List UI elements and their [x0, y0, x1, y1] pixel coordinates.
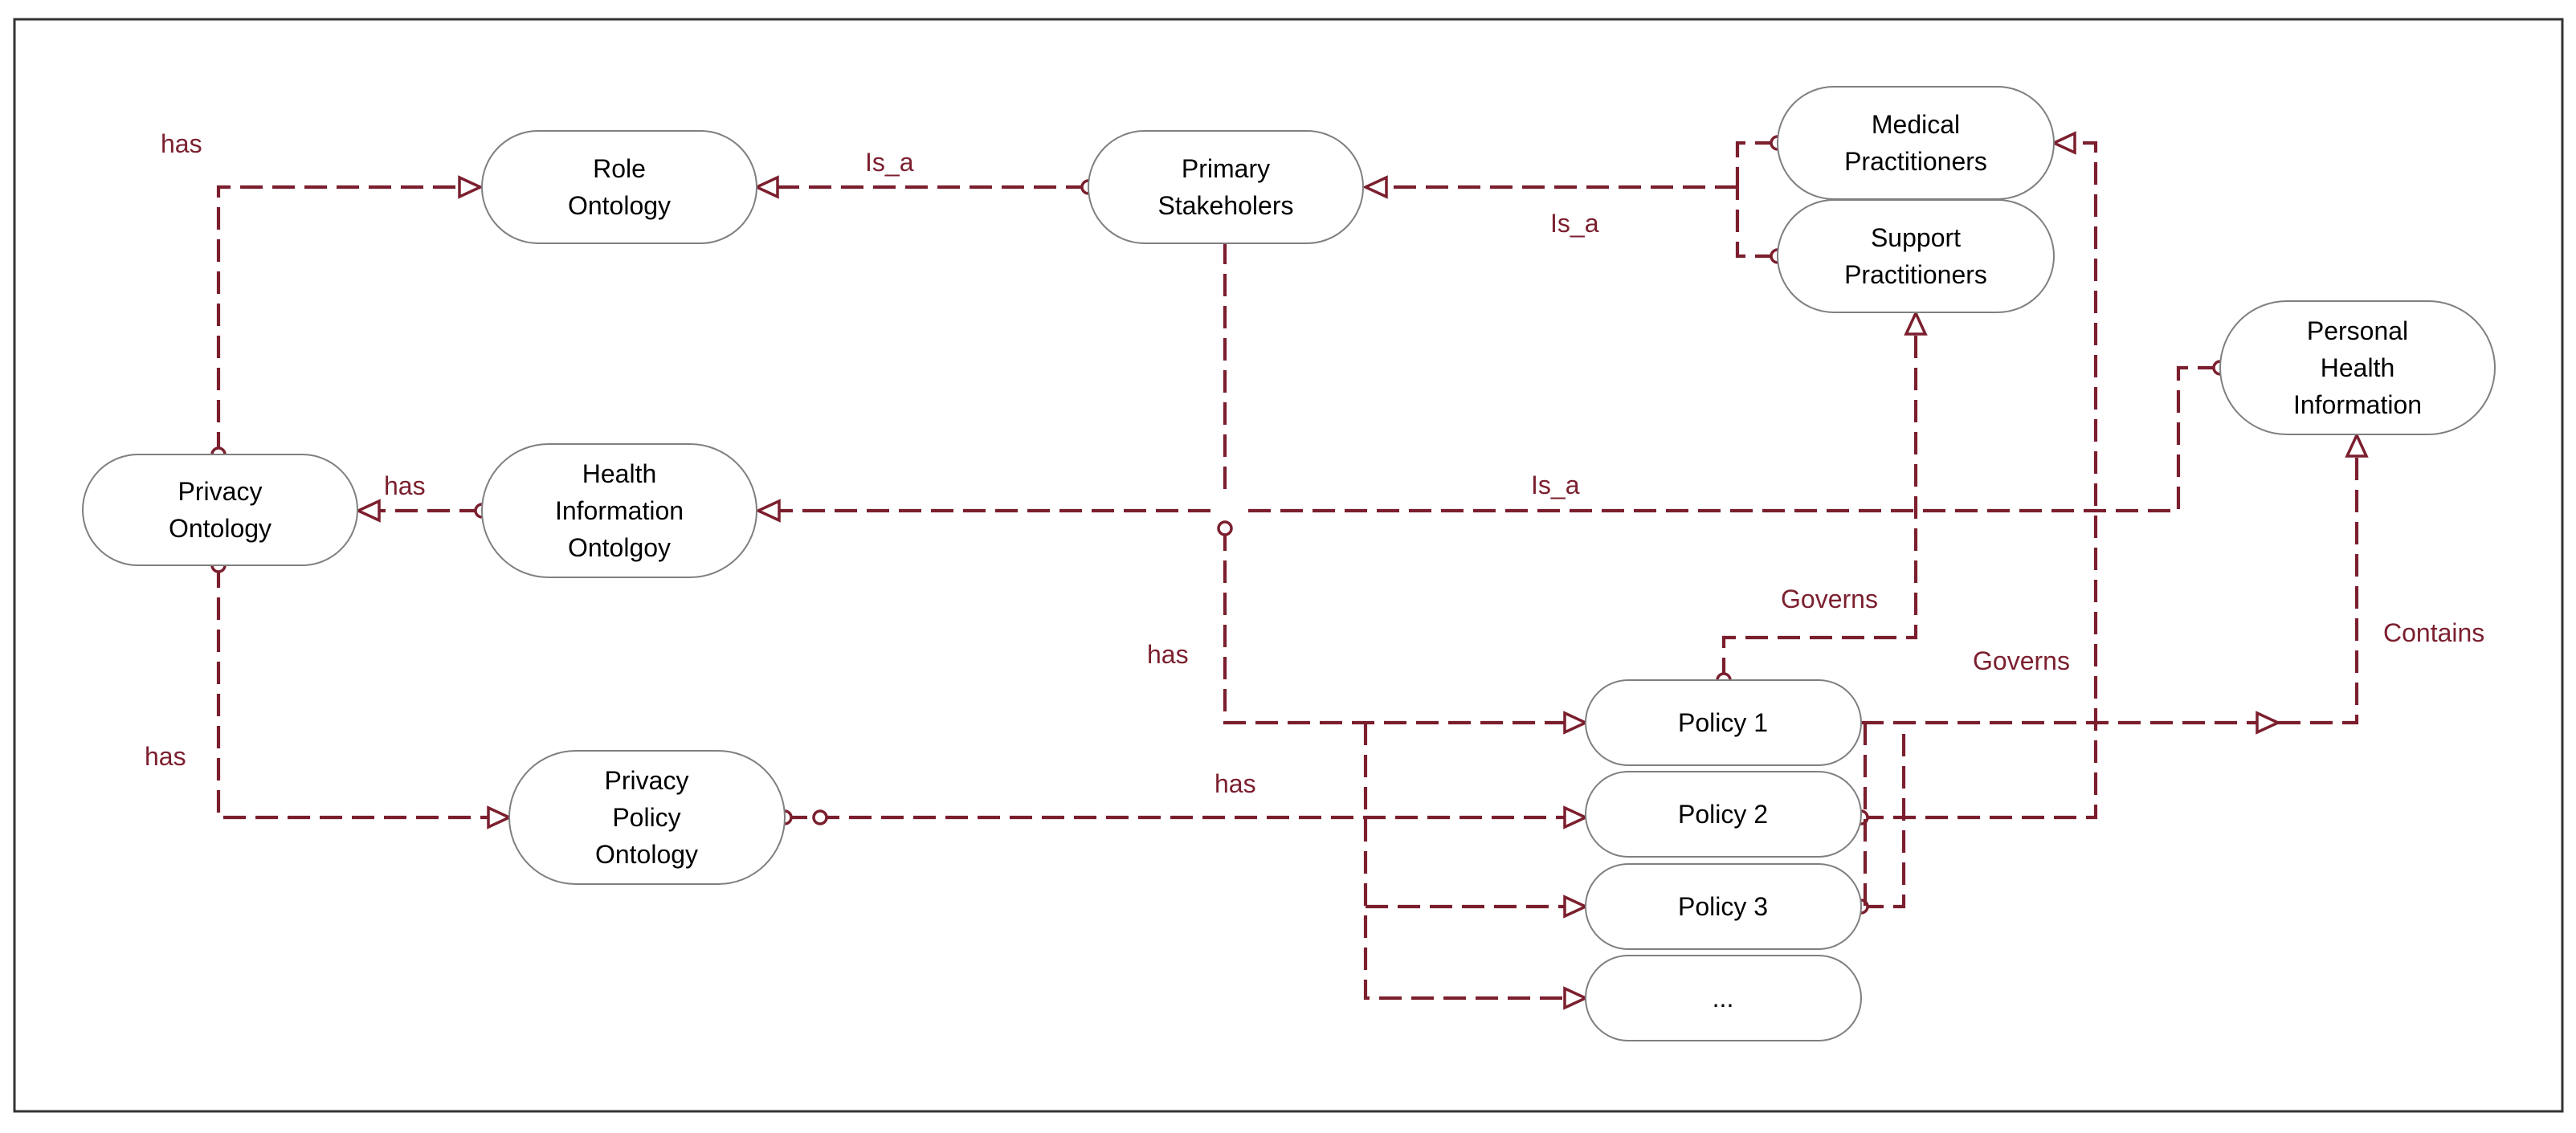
node-role-ontology-line2: Ontology	[568, 191, 671, 220]
label-has-policies: has	[1215, 769, 1256, 798]
node-primary-stakeholders: Primary Stakeholers	[1088, 130, 1364, 244]
node-phi-line3: Information	[2293, 390, 2422, 419]
label-governs-medical: Governs	[1973, 646, 2070, 675]
node-policy-1: Policy 1	[1585, 679, 1862, 766]
node-primary-stakeholders-line2: Stakeholers	[1158, 191, 1294, 220]
label-governs-support: Governs	[1781, 585, 1878, 613]
node-role-ontology: Role Ontology	[481, 130, 757, 244]
connector-policy2-to-medical	[1861, 143, 2098, 817]
label-has-policy-ontology: has	[145, 742, 186, 771]
node-medical-practitioners-line1: Medical	[1872, 110, 1960, 139]
node-policy-more-label: ...	[1713, 984, 1734, 1013]
node-privacy-ontology: Privacy Ontology	[82, 454, 358, 566]
connector-phi-contains	[2278, 435, 2357, 725]
node-medical-practitioners: Medical Practitioners	[1777, 86, 2055, 200]
node-policy-more: ...	[1585, 955, 1862, 1041]
node-support-practitioners: Support Practitioners	[1777, 199, 2055, 313]
label-has-stakeholder-policy: has	[1147, 640, 1189, 669]
node-hio-line2: Information	[555, 496, 684, 525]
node-privacy-ontology-line1: Privacy	[178, 477, 263, 506]
connector-policy1-to-support	[1724, 313, 1916, 680]
connector-phi-to-health	[1239, 360, 2228, 513]
node-personal-health-information: Personal Health Information	[2219, 300, 2496, 435]
connector-medical-to-stakeholders	[1735, 135, 1786, 187]
node-phi-line2: Health	[2321, 353, 2395, 382]
node-policy-2-label: Policy 2	[1678, 800, 1768, 829]
node-hio-line3: Ontolgoy	[568, 533, 671, 562]
node-medical-practitioners-line2: Practitioners	[1844, 147, 1987, 176]
connector-policy3-link	[1853, 731, 1906, 915]
diagram-frame	[13, 18, 2564, 1113]
label-contains: Contains	[2383, 618, 2484, 647]
node-phi-line1: Personal	[2307, 316, 2408, 345]
node-primary-stakeholders-line1: Primary	[1182, 154, 1270, 183]
node-ppo-line1: Privacy	[605, 766, 689, 795]
connector-privacy-to-role	[218, 187, 480, 454]
label-is-a-practitioners: Is_a	[1550, 209, 1599, 238]
connector-branch-policies	[1363, 723, 1586, 998]
node-policy-3: Policy 3	[1585, 863, 1862, 950]
node-hio-line1: Health	[582, 459, 657, 488]
label-is-a-role: Is_a	[865, 148, 914, 177]
node-health-information-ontology: Health Information Ontolgoy	[481, 443, 757, 578]
connectors	[218, 143, 2357, 998]
node-privacy-policy-ontology: Privacy Policy Ontology	[508, 750, 786, 885]
edge-labels: has Is_a Is_a has Is_a has Governs Gover…	[145, 129, 2484, 798]
node-privacy-ontology-line2: Ontology	[169, 514, 271, 543]
node-policy-2: Policy 2	[1585, 771, 1862, 858]
node-support-practitioners-line1: Support	[1871, 223, 1961, 252]
node-ppo-line3: Ontology	[595, 840, 698, 869]
label-is-a-health: Is_a	[1531, 471, 1580, 499]
label-has-health: has	[384, 471, 426, 500]
node-policy-1-label: Policy 1	[1678, 708, 1768, 737]
node-ppo-line2: Policy	[612, 803, 680, 832]
node-policy-3-label: Policy 3	[1678, 892, 1768, 921]
connector-privacy-to-policy-ontology	[218, 565, 509, 817]
connector-stakeholders-to-policy1-b	[1225, 528, 1586, 723]
connector-support-to-stakeholders	[1735, 187, 1786, 264]
node-support-practitioners-line2: Practitioners	[1844, 260, 1987, 289]
node-role-ontology-line1: Role	[593, 154, 646, 183]
label-has-role: has	[161, 129, 202, 158]
